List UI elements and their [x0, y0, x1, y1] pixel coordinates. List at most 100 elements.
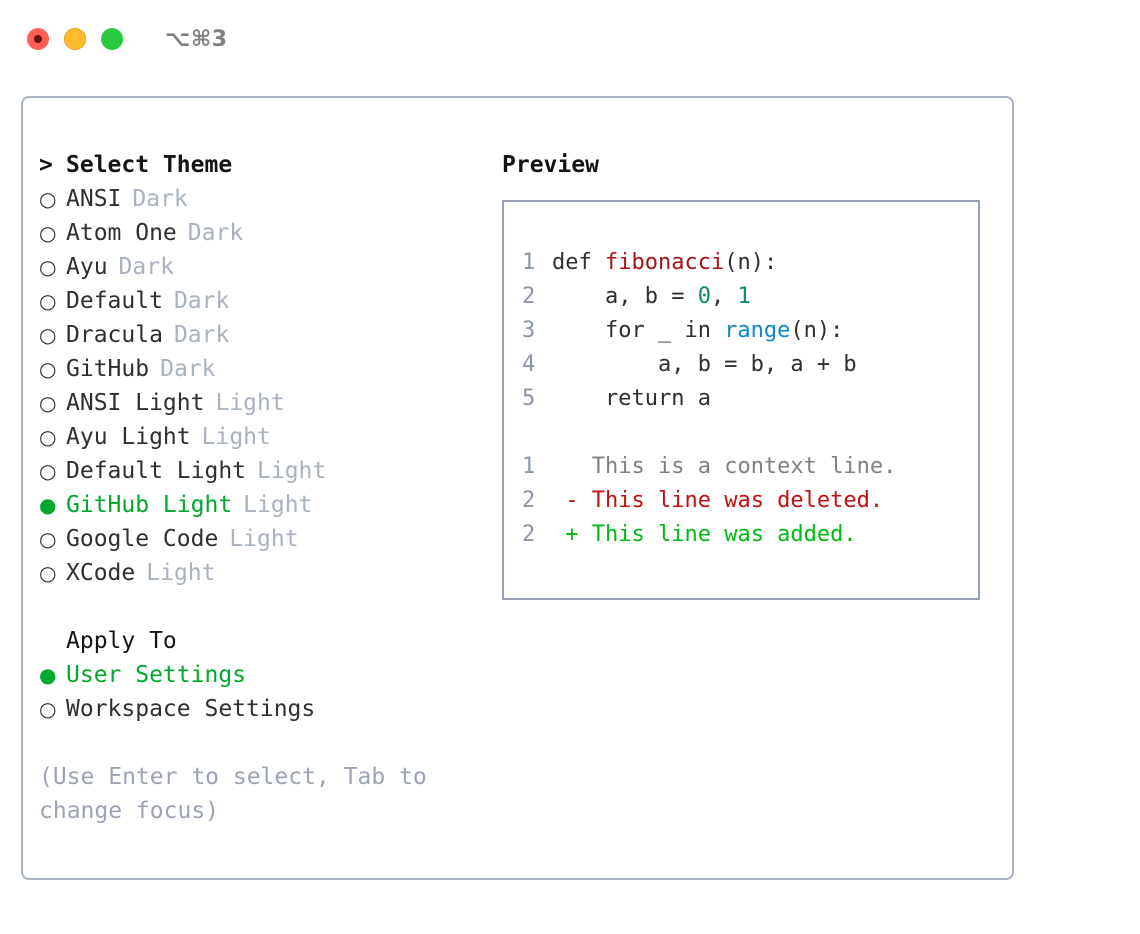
- radio-unselected-icon: ○: [39, 527, 57, 551]
- code-token-call: range: [724, 318, 791, 343]
- preview-heading: Preview: [502, 152, 599, 178]
- theme-option-label: GitHub Light: [66, 492, 233, 518]
- theme-option-tag: Dark: [118, 254, 174, 280]
- code-token-num: 1: [737, 284, 751, 309]
- radio-unselected-icon: ○: [39, 561, 57, 585]
- code-line: 1 def fibonacci(n):: [522, 246, 978, 280]
- code-token-plain: (n):: [724, 250, 778, 275]
- code-token-plain: ,: [710, 284, 738, 309]
- code-token-plain: a, b =: [552, 284, 698, 309]
- code-token-plain: def: [552, 250, 605, 275]
- theme-option-label: Ayu Light: [66, 424, 191, 450]
- theme-option-tag: Dark: [132, 186, 188, 212]
- close-window-button[interactable]: [27, 28, 49, 50]
- diff-line-number: 1: [522, 454, 536, 479]
- radio-unselected-icon: ○: [39, 323, 57, 347]
- radio-selected-icon: ●: [39, 663, 57, 687]
- radio-unselected-icon: ○: [39, 255, 57, 279]
- code-line-number: 3: [522, 318, 536, 343]
- code-token-plain: return a: [552, 386, 711, 411]
- minimize-window-button[interactable]: [64, 28, 86, 50]
- theme-option-ansi[interactable]: ○ ANSI Dark: [39, 182, 488, 216]
- keyboard-hint-text: (Use Enter to select, Tab to change focu…: [39, 764, 427, 824]
- code-token-fn: fibonacci: [604, 250, 725, 275]
- diff-marker: [552, 454, 592, 479]
- theme-option-label: XCode: [66, 560, 136, 586]
- theme-option-github-light[interactable]: ● GitHub Light Light: [39, 488, 488, 522]
- radio-unselected-icon: ○: [39, 221, 57, 245]
- radio-unselected-icon: ○: [39, 391, 57, 415]
- theme-option-tag: Light: [146, 560, 216, 586]
- theme-option-tag: Light: [229, 526, 299, 552]
- theme-option-label: Dracula: [66, 322, 163, 348]
- theme-option-xcode[interactable]: ○ XCode Light: [39, 556, 488, 590]
- apply-to-option-workspace-settings[interactable]: ○ Workspace Settings: [39, 692, 488, 726]
- theme-option-tag: Light: [215, 390, 285, 416]
- diff-marker: +: [552, 522, 592, 547]
- diff-text: This is a context line.: [591, 454, 897, 479]
- code-token-plain: for _ in: [552, 318, 725, 343]
- theme-option-label: Default Light: [66, 458, 247, 484]
- apply-to-list: ● User Settings ○ Workspace Settings: [39, 658, 488, 726]
- theme-option-ayu-light[interactable]: ○ Ayu Light Light: [39, 420, 488, 454]
- code-line: 2 a, b = 0, 1: [522, 280, 978, 314]
- diff-line-add: 2 + This line was added.: [522, 518, 978, 552]
- theme-option-tag: Light: [201, 424, 271, 450]
- diff-text: This line was added.: [591, 522, 857, 547]
- theme-option-tag: Dark: [187, 220, 244, 246]
- radio-unselected-icon: ○: [39, 425, 57, 449]
- theme-option-label: Google Code: [66, 526, 219, 552]
- diff-text: This line was deleted.: [591, 488, 884, 513]
- code-line-number: 2: [522, 284, 536, 309]
- theme-option-tag: Light: [243, 492, 313, 518]
- theme-option-ansi-light[interactable]: ○ ANSI Light Light: [39, 386, 488, 420]
- code-line-number: 1: [522, 250, 536, 275]
- radio-unselected-icon: ○: [39, 697, 57, 721]
- apply-to-heading: Apply To: [66, 628, 177, 654]
- radio-unselected-icon: ○: [39, 187, 57, 211]
- prompt-caret-icon: >: [39, 152, 53, 178]
- theme-option-google-code[interactable]: ○ Google Code Light: [39, 522, 488, 556]
- theme-option-github[interactable]: ○ GitHub Dark: [39, 352, 488, 386]
- spacer: [39, 590, 488, 624]
- theme-option-label: ANSI Light: [66, 390, 205, 416]
- theme-option-label: Atom One: [66, 220, 177, 246]
- title-bar: ⌥⌘3: [0, 0, 1140, 78]
- code-line: 4 a, b = b, a + b: [522, 348, 978, 382]
- diff-line-ctx: 1 This is a context line.: [522, 450, 978, 484]
- theme-option-tag: Dark: [173, 288, 230, 314]
- code-line-number: 4: [522, 352, 536, 377]
- theme-option-atom-one[interactable]: ○ Atom One Dark: [39, 216, 488, 250]
- apply-to-option-user-settings[interactable]: ● User Settings: [39, 658, 488, 692]
- radio-selected-icon: ●: [39, 493, 57, 517]
- theme-option-label: GitHub: [66, 356, 150, 382]
- code-line: 3 for _ in range(n):: [522, 314, 978, 348]
- theme-option-tag: Dark: [173, 322, 230, 348]
- code-line: 5 return a: [522, 382, 978, 416]
- zoom-window-button[interactable]: [101, 28, 123, 50]
- diff-line-number: 2: [522, 488, 536, 513]
- apply-to-option-label: Workspace Settings: [66, 696, 316, 722]
- diff-line-del: 2 - This line was deleted.: [522, 484, 978, 518]
- code-line-number: 5: [522, 386, 536, 411]
- theme-option-tag: Light: [257, 458, 327, 484]
- code-token-num: 0: [697, 284, 711, 309]
- spacer: [522, 416, 978, 450]
- diff-line-number: 2: [522, 522, 536, 547]
- apply-to-option-label: User Settings: [66, 662, 247, 688]
- theme-option-dracula[interactable]: ○ Dracula Dark: [39, 318, 488, 352]
- select-theme-heading: >Select Theme: [39, 148, 488, 182]
- radio-unselected-icon: ○: [39, 357, 57, 381]
- theme-option-label: ANSI: [66, 186, 122, 212]
- theme-option-tag: Dark: [160, 356, 216, 382]
- theme-option-label: Default: [66, 288, 163, 314]
